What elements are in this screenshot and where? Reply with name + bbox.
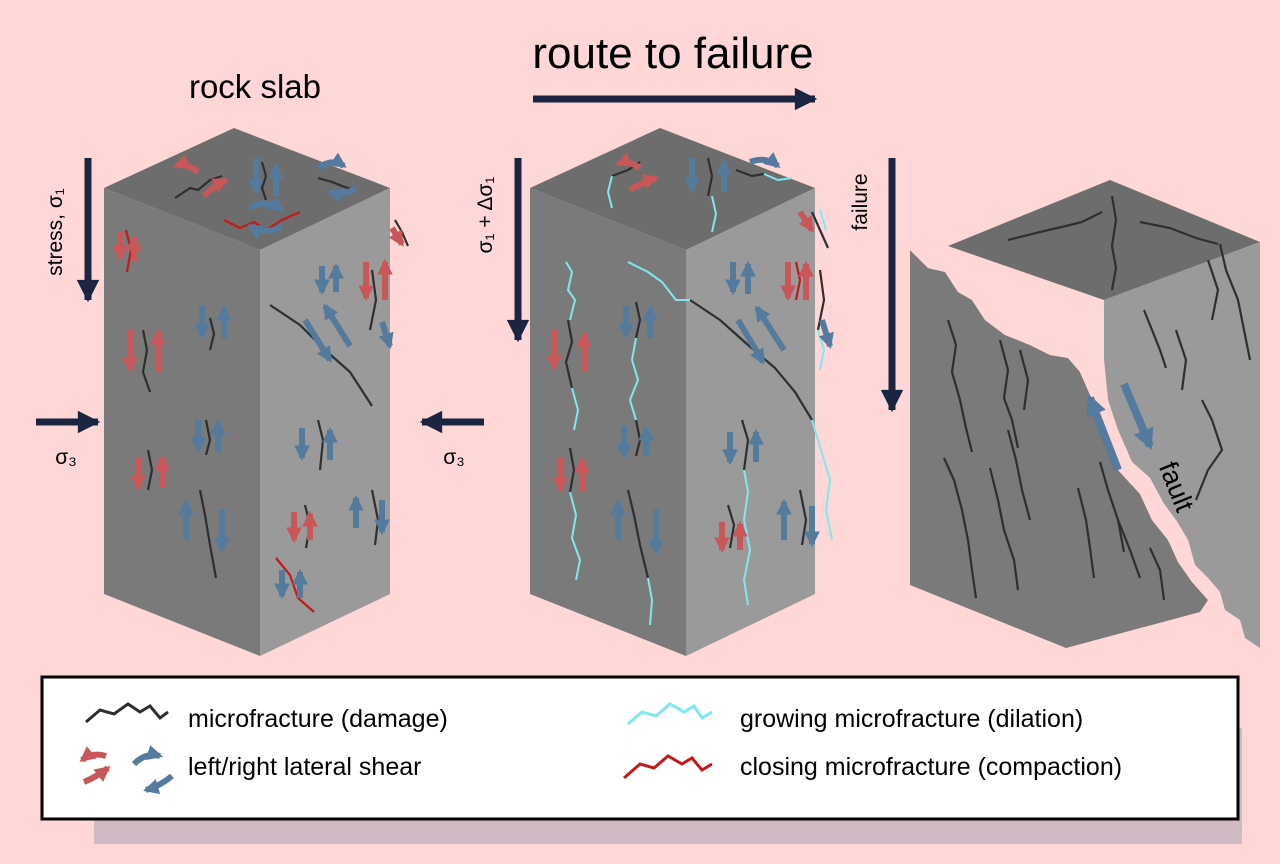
legend: microfracture (damage) left/right latera…	[40, 675, 1242, 844]
rock-slab-label: rock slab	[189, 68, 321, 105]
block1-shear-arrows	[112, 152, 405, 600]
sigma3-label-right: σ₃	[443, 446, 465, 469]
fault-plane	[910, 246, 1220, 600]
sigma3-label-left: σ₃	[55, 446, 77, 469]
block2-closing-microfractures	[794, 261, 802, 301]
block3-left-face	[910, 250, 1208, 648]
legend-box	[40, 675, 1240, 821]
block2-growing-microfractures	[565, 173, 833, 626]
block2-top-face	[530, 128, 815, 250]
legend-microfracture-label: microfracture (damage)	[188, 705, 448, 733]
rock-block-intact	[104, 128, 410, 656]
block3-top-face	[948, 180, 1260, 300]
block2-left-face	[530, 188, 686, 656]
legend-shear-symbol	[79, 745, 174, 795]
sigma-label-stage2: σ₁ + Δσ₁	[474, 177, 497, 254]
sigma1-label-stage1: stress, σ₁	[44, 188, 67, 276]
legend-closing-label: closing microfracture (compaction)	[740, 753, 1122, 781]
rock-block-failed: fault	[910, 180, 1260, 648]
legend-closing-symbol	[623, 754, 713, 780]
legend-growing-label: growing microfracture (dilation)	[740, 705, 1083, 733]
block2-shear-arrows	[546, 152, 834, 556]
diagram-title: route to failure	[532, 29, 813, 78]
block1-left-face	[104, 188, 260, 656]
legend-shear-label: left/right lateral shear	[188, 753, 421, 781]
rock-block-loaded	[530, 128, 834, 656]
legend-growing-symbol	[627, 702, 713, 726]
failure-label: failure	[849, 173, 872, 230]
block2-right-face	[686, 188, 815, 656]
legend-microfracture-symbol	[85, 702, 169, 724]
block3-microfractures	[942, 195, 1252, 601]
block3-right-face	[1104, 242, 1260, 648]
block3-shear-arrows	[1086, 382, 1154, 472]
